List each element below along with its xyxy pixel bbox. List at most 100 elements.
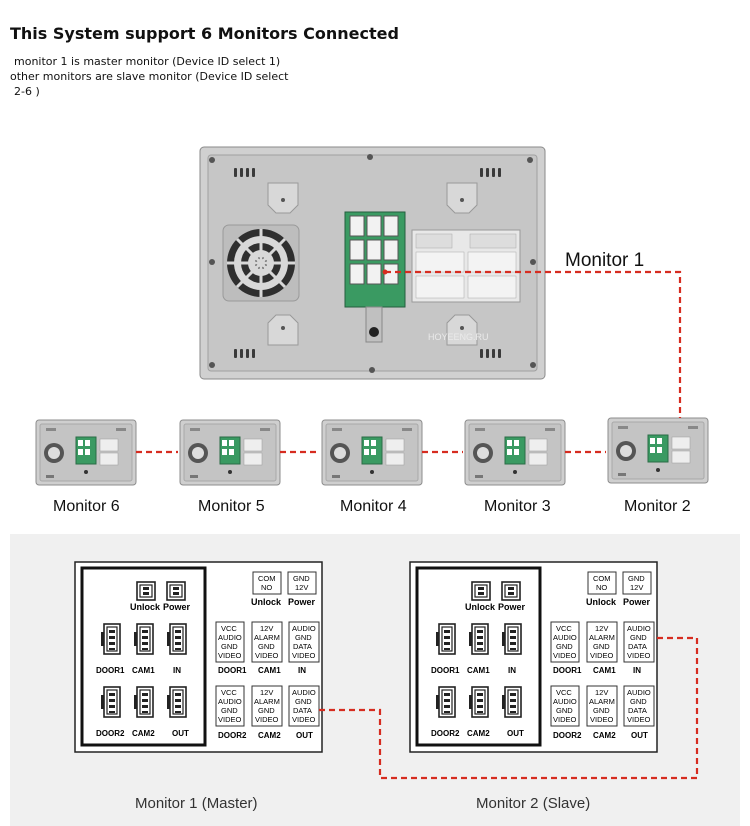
power-label: Power [163,602,191,612]
box-text: GND [295,633,312,642]
cam1-label: CAM1 [132,666,155,675]
box-text: VIDEO [553,715,577,724]
box-text: GND [593,642,610,651]
box-text: GND [221,706,238,715]
box-text: GND [593,706,610,715]
box-text: AUDIO [553,633,577,642]
box-text: GND [295,697,312,706]
in-label-2: IN [633,666,641,675]
hanger-brackets [267,182,478,346]
no-text: NO [596,583,607,592]
monitor-1-label: Monitor 1 [565,250,644,271]
box-text: VIDEO [627,651,651,660]
monitor-2-photo [607,417,709,484]
door2-label-2: DOOR2 [553,731,582,740]
box-text: GND [556,642,573,651]
box-text: GND [630,697,647,706]
out-label-2: OUT [296,731,313,740]
watermark: HOYEENG.RU [428,332,489,342]
monitor-3-photo [464,419,566,486]
top-wiring [136,270,682,454]
box-text: VIDEO [590,651,614,660]
door2-label: DOOR2 [96,729,125,738]
box-text: AUDIO [218,697,242,706]
no-text: NO [261,583,272,592]
box-text: VIDEO [292,651,316,660]
box-text: VCC [221,688,237,697]
unlock-label-2: Unlock [586,597,617,607]
box-text: VIDEO [292,715,316,724]
monitor-4-label: Monitor 4 [340,498,407,515]
door1-label: DOOR1 [431,666,460,675]
in-label-2: IN [298,666,306,675]
screw-holes [209,154,536,373]
gnd-text: GND [628,574,645,583]
door1-label-2: DOOR1 [553,666,582,675]
power-label-2: Power [288,597,316,607]
box-text: 12V [595,688,608,697]
box-text: 12V [260,624,273,633]
monitor-5-label: Monitor 5 [198,498,265,515]
box-text: AUDIO [292,688,316,697]
box-text: VIDEO [218,715,242,724]
box-text: VIDEO [255,651,279,660]
cam2-label: CAM2 [132,729,155,738]
box-text: GND [221,642,238,651]
box-text: ALARM [254,633,280,642]
12v-text: 12V [630,583,643,592]
connector-board [344,211,406,343]
door1-label-2: DOOR1 [218,666,247,675]
power-label-2: Power [623,597,651,607]
out-label: OUT [172,729,189,738]
box-text: VCC [221,624,237,633]
cam1-label-2: CAM1 [593,666,616,675]
box-text: AUDIO [553,697,577,706]
terminal-label-plate [411,229,521,303]
box-text: GND [630,633,647,642]
com-text: COM [258,574,276,583]
box-text: 12V [260,688,273,697]
monitor-4-photo [321,419,423,486]
master-slave-wire [319,636,699,780]
box-text: VIDEO [553,651,577,660]
caption-slave: Monitor 2 (Slave) [476,795,590,812]
box-text: AUDIO [218,633,242,642]
caption-master: Monitor 1 (Master) [135,795,258,812]
out-label-2: OUT [631,731,648,740]
speaker-grille [222,224,300,302]
door1-label: DOOR1 [96,666,125,675]
cam1-label: CAM1 [467,666,490,675]
cam2-label-2: CAM2 [593,731,616,740]
box-text: DATA [628,706,647,715]
door2-label-2: DOOR2 [218,731,247,740]
box-text: VCC [556,688,572,697]
box-text: DATA [293,642,312,651]
monitor-2-label: Monitor 2 [624,498,691,515]
in-label: IN [508,666,516,675]
cam1-label-2: CAM1 [258,666,281,675]
box-text: VIDEO [590,715,614,724]
12v-text: 12V [295,583,308,592]
box-text: ALARM [589,697,615,706]
unlock-label: Unlock [465,602,496,612]
door2-label: DOOR2 [431,729,460,738]
box-text: AUDIO [292,624,316,633]
box-text: VIDEO [255,715,279,724]
panel-slave: Unlock Power DOOR1 CAM1 IN DOOR2 CAM2 OU… [409,561,658,753]
cam2-label-2: CAM2 [258,731,281,740]
box-text: ALARM [254,697,280,706]
in-label: IN [173,666,181,675]
intro-line-3: 2-6 ) [14,85,40,98]
unlock-label: Unlock [130,602,161,612]
intro-line-1: monitor 1 is master monitor (Device ID s… [14,55,281,68]
intro-line-2: other monitors are slave monitor (Device… [10,70,289,83]
monitor-6-label: Monitor 6 [53,498,120,515]
box-text: VIDEO [218,651,242,660]
cam2-label: CAM2 [467,729,490,738]
monitor-5-photo [179,419,281,486]
monitor-6-photo [35,419,137,486]
box-text: GND [258,642,275,651]
gnd-text: GND [293,574,310,583]
unlock-label-2: Unlock [251,597,282,607]
page-title: This System support 6 Monitors Connected [10,24,399,43]
